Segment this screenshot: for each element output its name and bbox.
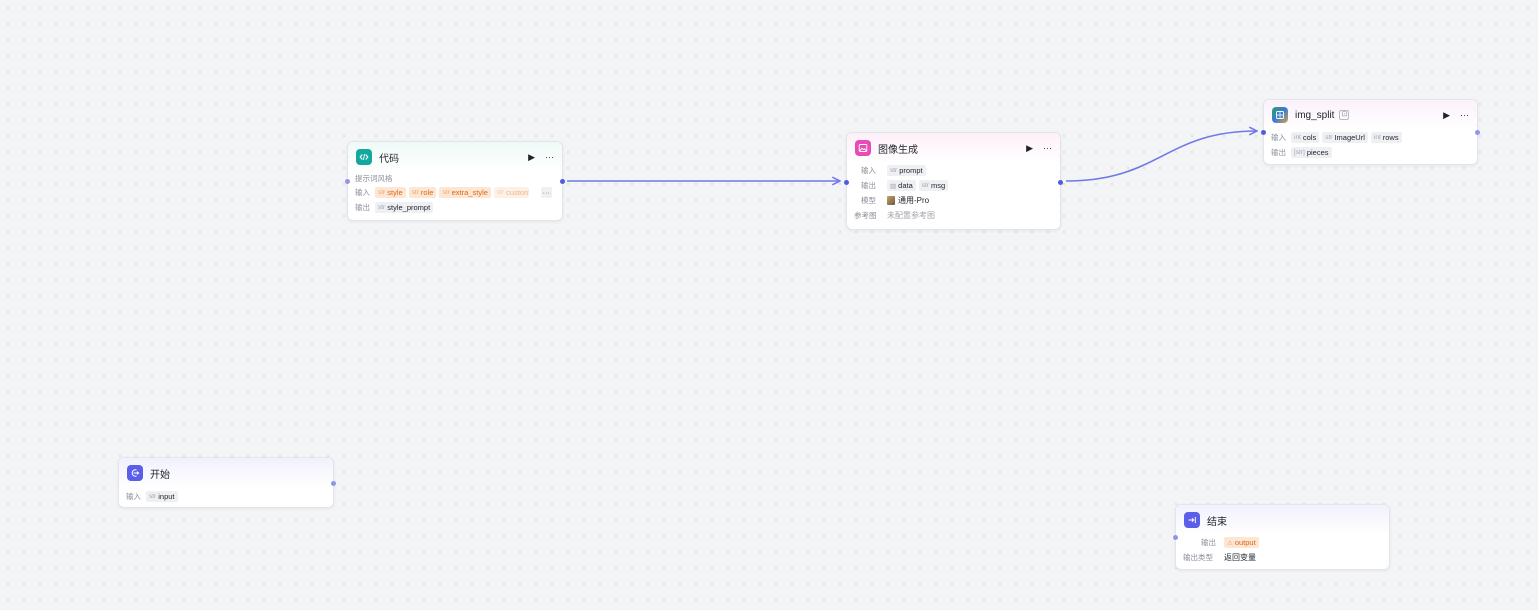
code-node-description: 提示词风格 (355, 174, 393, 183)
code-node-header: 代码 ▶ ··· (348, 142, 562, 172)
badge-icon: ⊡ (1339, 110, 1350, 120)
more-inputs-button[interactable]: ··· (540, 187, 552, 198)
play-icon[interactable]: ▶ (1443, 109, 1450, 120)
img-split-node-header: img_split ⊡ ▶ ··· (1264, 100, 1477, 130)
image-gen-input-port[interactable] (844, 180, 849, 185)
end-icon (1184, 512, 1200, 528)
code-output-port[interactable] (560, 179, 565, 184)
image-icon (855, 140, 871, 156)
start-node-header: 开始 (119, 458, 333, 488)
img-split-node-title: img_split (1295, 109, 1335, 121)
image-gen-reference: 参考图 未配置参考图 (854, 211, 935, 220)
start-node-title: 开始 (150, 469, 170, 481)
play-icon[interactable]: ▶ (528, 151, 535, 162)
model-thumbnail-icon (887, 196, 895, 205)
output-tag-data: ▨data (887, 180, 916, 191)
image-gen-model: 模型 通用-Pro (861, 196, 930, 205)
warning-icon: ⚠ (1227, 539, 1233, 547)
more-menu-icon[interactable]: ··· (1043, 142, 1052, 153)
edge-image-to-split (1065, 131, 1257, 182)
output-tag-pieces: [str]pieces (1291, 147, 1332, 158)
more-menu-icon[interactable]: ··· (545, 151, 554, 162)
image-gen-node-header: 图像生成 ▶ ··· (847, 133, 1060, 163)
end-node-return: 输出类型 返回变量 (1183, 553, 1256, 562)
output-tag-output: ⚠output (1224, 537, 1259, 548)
end-node[interactable]: 结束 输出 ⚠output 输出类型 返回变量 (1173, 504, 1390, 570)
end-node-title: 结束 (1207, 516, 1227, 528)
play-icon[interactable]: ▶ (1026, 142, 1033, 153)
img-split-input-port[interactable] (1261, 130, 1266, 135)
end-node-header: 结束 (1176, 505, 1389, 535)
end-input-port[interactable] (1173, 535, 1178, 540)
start-icon (127, 465, 143, 481)
code-icon (356, 149, 372, 165)
image-gen-node-title: 图像生成 (878, 144, 918, 156)
img-split-output-port[interactable] (1475, 130, 1480, 135)
image-type-icon: ▨ (890, 182, 897, 190)
image-gen-output-port[interactable] (1058, 180, 1063, 185)
code-input-port[interactable] (345, 179, 350, 184)
code-node-title: 代码 (379, 153, 399, 165)
end-node-outputs: 输出 ⚠output (1176, 535, 1389, 550)
img-split-outputs: 输出 [str]pieces (1264, 145, 1477, 160)
more-menu-icon[interactable]: ··· (1460, 109, 1469, 120)
plugin-icon (1272, 107, 1288, 123)
start-output-port[interactable] (331, 481, 336, 486)
